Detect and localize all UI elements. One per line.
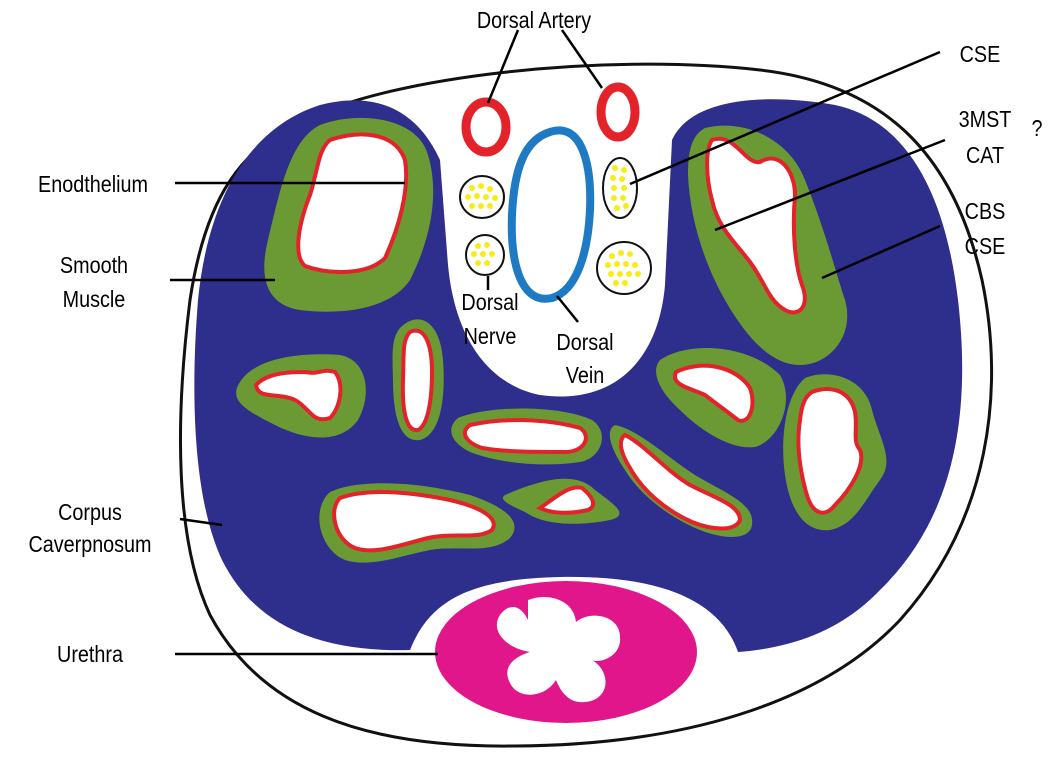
pointer-corpus xyxy=(179,517,223,527)
dorsal-nerve-bundle-lower-right xyxy=(596,241,652,295)
label-urethra: Urethra xyxy=(57,642,123,668)
label-cat: CAT xyxy=(966,143,1004,169)
sinusoid-upper-right xyxy=(688,125,848,365)
sinusoid-lower-triangle xyxy=(502,478,620,524)
pointer-3mst-cat xyxy=(714,138,946,232)
sinusoid-upper-left xyxy=(264,117,434,312)
label-caverpnosum: Caverpnosum xyxy=(28,532,151,558)
label-3mst: 3MST xyxy=(959,107,1012,133)
sinusoid-lower-left xyxy=(319,483,515,563)
pointer-cbs-cse xyxy=(821,224,941,280)
dorsal-nerve-bundle-upper-left xyxy=(459,175,505,219)
label-cse-lower: CSE xyxy=(965,234,1006,260)
label-nerve: Nerve xyxy=(464,324,517,350)
label-question-mark: ? xyxy=(1032,116,1043,142)
sinusoid-mid-left xyxy=(236,354,366,438)
label-cse-top: CSE xyxy=(960,42,1001,68)
dorsal-vein xyxy=(507,126,595,303)
sinusoid-mid-narrow xyxy=(392,319,444,441)
sinusoid-right xyxy=(783,374,887,531)
label-vein-dorsal: Dorsal xyxy=(556,330,613,356)
label-vein: Vein xyxy=(566,363,604,389)
dorsal-nerve-bundle-lower-left xyxy=(465,234,505,276)
label-cbs: CBS xyxy=(965,199,1006,225)
pointer-dorsal-vein xyxy=(556,295,579,323)
urethra-lumen xyxy=(496,596,621,703)
pointer-dorsal-artery-left xyxy=(486,29,520,104)
sinusoid-center xyxy=(451,408,602,465)
label-muscle: Muscle xyxy=(63,287,126,313)
dorsal-artery-right xyxy=(596,82,640,142)
dorsal-nerve-bundle-upper-right xyxy=(602,157,638,219)
label-nerve-dorsal: Dorsal xyxy=(461,290,518,316)
pointer-lines xyxy=(170,29,946,656)
sinusoid-mid-right xyxy=(656,348,786,448)
sinusoid-lower-diagonal xyxy=(609,425,753,537)
pointer-cse-top xyxy=(629,50,941,186)
urethra xyxy=(435,581,697,723)
label-smooth: Smooth xyxy=(60,253,128,279)
label-endothelium: Enodthelium xyxy=(38,172,148,198)
pointer-dorsal-artery-right xyxy=(560,29,604,89)
dorsal-artery-left xyxy=(461,97,511,157)
label-corpus: Corpus xyxy=(58,500,122,526)
label-dorsal-artery: Dorsal Artery xyxy=(477,8,592,34)
